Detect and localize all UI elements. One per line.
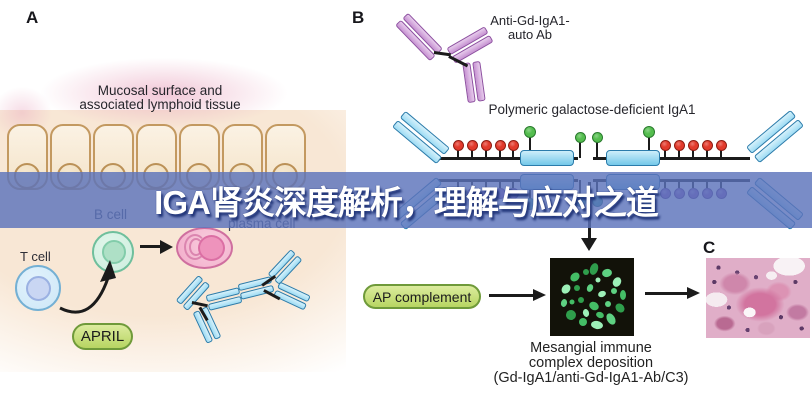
pink-glow: [20, 44, 320, 139]
fluorescence-blob: [582, 309, 590, 317]
fluorescence-blob: [611, 288, 617, 294]
glycan-circle: [643, 126, 655, 138]
glycan-stem: [678, 150, 680, 158]
caption-line1: Mesangial immune: [530, 340, 652, 356]
arrow-right-head: [160, 239, 173, 254]
glycan-circle: [715, 139, 727, 151]
glycan-stem: [720, 150, 722, 158]
down-arrow-head: [581, 238, 597, 251]
panel-b-label: B: [352, 8, 365, 27]
fluorescence-blob: [595, 277, 601, 283]
caption-line2: complex deposition: [528, 355, 654, 371]
fluorescence-blob: [578, 297, 584, 303]
fluorescence-blob: [570, 272, 580, 282]
fluorescence-blob: [606, 313, 616, 325]
glycan-stem: [596, 142, 598, 158]
anti-gd-label: Anti-Gd-IgA1- auto Ab: [460, 14, 600, 42]
glycan-stem: [457, 150, 459, 158]
glycan-circle: [574, 131, 586, 143]
glycan-circle: [452, 139, 464, 151]
b-cell-nucleus: [102, 240, 126, 264]
fluorescence-blob: [569, 299, 575, 305]
april-pill: APRIL: [72, 323, 133, 350]
glycan-stem: [664, 150, 666, 158]
fluorescence-blob: [589, 263, 599, 275]
glycan-circle: [507, 139, 519, 151]
glycan-stem: [579, 142, 581, 158]
fluorescence-blobs: [560, 263, 626, 330]
polymeric-iga1-label: Polymeric galactose-deficient IgA1: [488, 102, 696, 117]
glycan-stem: [648, 137, 650, 150]
fluorescence-blob: [579, 318, 587, 326]
panel-c-label: C: [703, 238, 716, 257]
t-cell-label: T cell: [20, 249, 51, 264]
anti-gd-arm: [395, 12, 443, 62]
arrow-right-icon: [140, 245, 162, 248]
glycan-circle: [659, 139, 671, 151]
ap-complement-label: AP complement: [372, 288, 472, 305]
fluorescence-blob: [560, 299, 568, 307]
glycan-circle: [687, 139, 699, 151]
glycan-circle: [480, 139, 492, 151]
glycan-circle: [494, 139, 506, 151]
iga1-fab: [746, 109, 804, 163]
immunofluorescence-image: [550, 258, 634, 336]
arrow-right-icon: [645, 292, 687, 295]
anti-gd-label-line2: auto Ab: [507, 27, 553, 42]
fluorescence-blob: [605, 301, 611, 307]
fluorescence-blob: [589, 301, 599, 311]
arrow-right-icon: [489, 294, 533, 297]
mesangial-caption: Mesangial immune complex deposition (Gd-…: [441, 341, 741, 386]
fluorescence-blob: [598, 290, 606, 298]
fluorescence-blob: [620, 290, 626, 300]
plasma-cell-er-arc: [184, 234, 206, 260]
iga1-hinge-rect: [606, 150, 660, 166]
iga1-backbone-line: [437, 157, 578, 160]
anti-gd-arm: [462, 60, 486, 104]
mucosal-label: Mucosal surface and associated lymphoid …: [40, 84, 280, 112]
fluorescence-blob: [596, 311, 604, 319]
fluorescence-blob: [574, 285, 580, 291]
fluorescence-blob: [612, 277, 622, 287]
glycan-circle: [591, 131, 603, 143]
glycan-circle: [701, 139, 713, 151]
glycan-circle: [466, 139, 478, 151]
glycan-circle: [524, 126, 536, 138]
mucosal-label-line1: Mucosal surface and: [97, 83, 223, 98]
glycan-stem: [471, 150, 473, 158]
glycan-stem: [512, 150, 514, 158]
plasma-cell-er-arc2: [189, 238, 203, 256]
t-cell-nucleus: [26, 276, 51, 301]
glycan-circle: [673, 139, 685, 151]
fluorescence-blob: [586, 284, 594, 292]
ap-complement-pill: AP complement: [363, 284, 481, 309]
glycan-stem: [485, 150, 487, 158]
plasma-cell-nucleus: [198, 235, 225, 261]
glycan-stem: [529, 137, 531, 150]
fluorescence-blob: [591, 320, 603, 330]
arrow-right-head: [533, 289, 546, 301]
iga1-fab: [392, 110, 450, 164]
caption-line3: (Gd-IgA1/anti-Gd-IgA1-Ab/C3): [493, 370, 689, 386]
iga1-backbone-line: [593, 157, 750, 160]
anti-gd-label-line1: Anti-Gd-IgA1-: [490, 13, 570, 28]
fluorescence-blob: [602, 268, 612, 278]
banner-title: IGA肾炎深度解析，理解与应对之道: [154, 184, 659, 221]
fluorescence-blob: [583, 269, 589, 275]
mucosal-label-line2: associated lymphoid tissue: [79, 97, 241, 112]
arrow-right-head: [687, 287, 700, 299]
curved-arrow-icon: [59, 260, 116, 314]
title-banner: IGA肾炎深度解析，理解与应对之道: [0, 172, 812, 228]
histology-image: [706, 258, 810, 338]
fluorescence-blob: [615, 303, 625, 313]
iga1-hinge-rect: [520, 150, 574, 166]
panel-a-label: A: [26, 8, 39, 27]
april-pill-label: APRIL: [80, 328, 125, 345]
fluorescence-blob: [566, 310, 576, 320]
glycan-stem: [499, 150, 501, 158]
glycan-stem: [692, 150, 694, 158]
fluorescence-blob: [561, 284, 571, 294]
glycan-stem: [706, 150, 708, 158]
